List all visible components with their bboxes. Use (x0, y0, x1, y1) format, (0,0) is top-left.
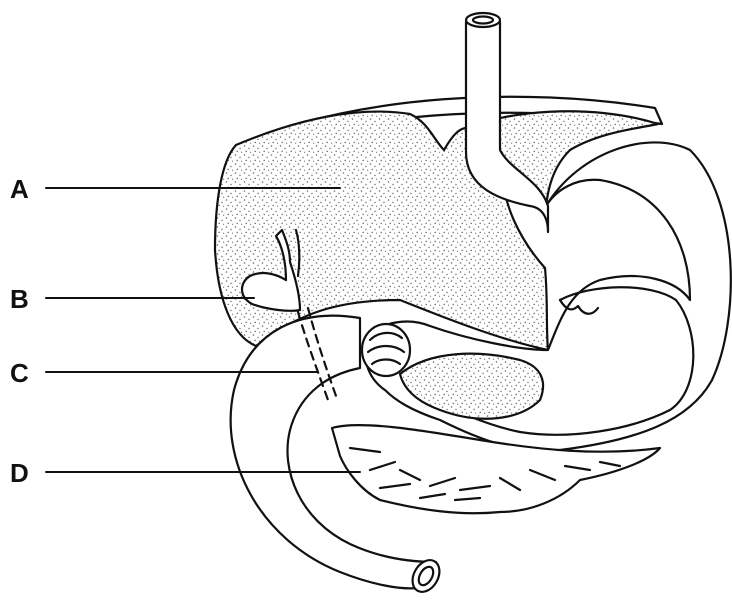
label-c: C (10, 358, 29, 388)
label-b: B (10, 284, 29, 314)
label-d: D (10, 458, 29, 488)
label-a: A (10, 174, 29, 204)
